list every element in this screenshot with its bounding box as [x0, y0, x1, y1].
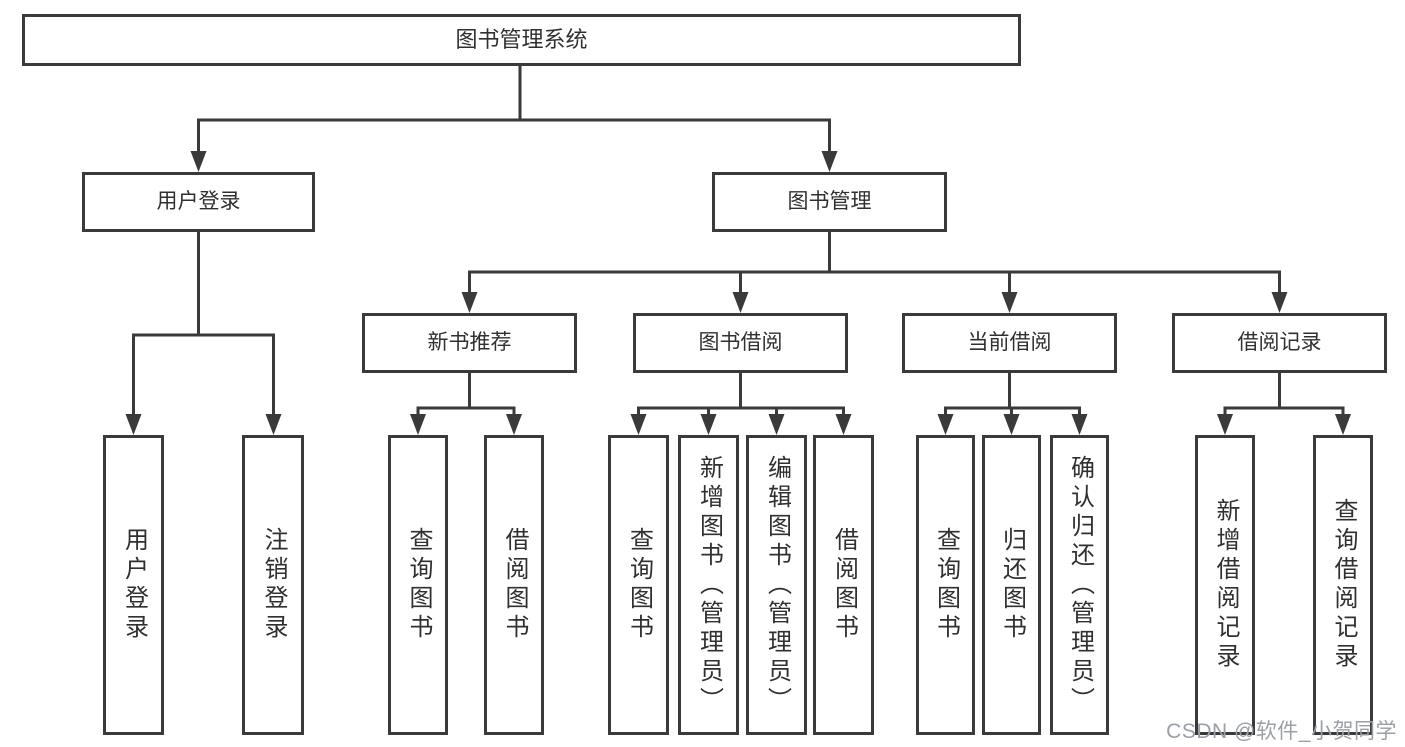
node-root-system: 图书管理系统: [22, 14, 1021, 66]
leaf-add-books-admin: 新增图书（管理员）: [678, 435, 739, 735]
node-book-borrowing: 图书借阅: [633, 313, 848, 373]
node-current-borrowing: 当前借阅: [902, 313, 1117, 373]
leaf-borrow-books-borrowing: 借阅图书: [813, 435, 874, 735]
leaf-add-borrow-record: 新增借阅记录: [1195, 435, 1255, 735]
leaf-query-books-borrowing: 查询图书: [608, 435, 669, 735]
node-user-login: 用户登录: [82, 172, 315, 232]
node-borrow-records: 借阅记录: [1172, 313, 1387, 373]
leaf-query-books-current: 查询图书: [916, 435, 975, 735]
leaf-query-books-recommend: 查询图书: [388, 435, 448, 735]
leaf-borrow-books-recommend: 借阅图书: [484, 435, 544, 735]
leaf-logout: 注销登录: [242, 435, 304, 735]
node-book-management: 图书管理: [712, 172, 947, 232]
leaf-edit-books-admin: 编辑图书（管理员）: [746, 435, 807, 735]
watermark: CSDN @软件_小贺同学: [1166, 720, 1397, 743]
node-new-book-recommend: 新书推荐: [362, 313, 577, 373]
leaf-return-books: 归还图书: [982, 435, 1041, 735]
leaf-confirm-return-admin: 确认归还（管理员）: [1050, 435, 1109, 735]
leaf-user-login: 用户登录: [103, 435, 164, 735]
leaf-query-borrow-record: 查询借阅记录: [1313, 435, 1373, 735]
